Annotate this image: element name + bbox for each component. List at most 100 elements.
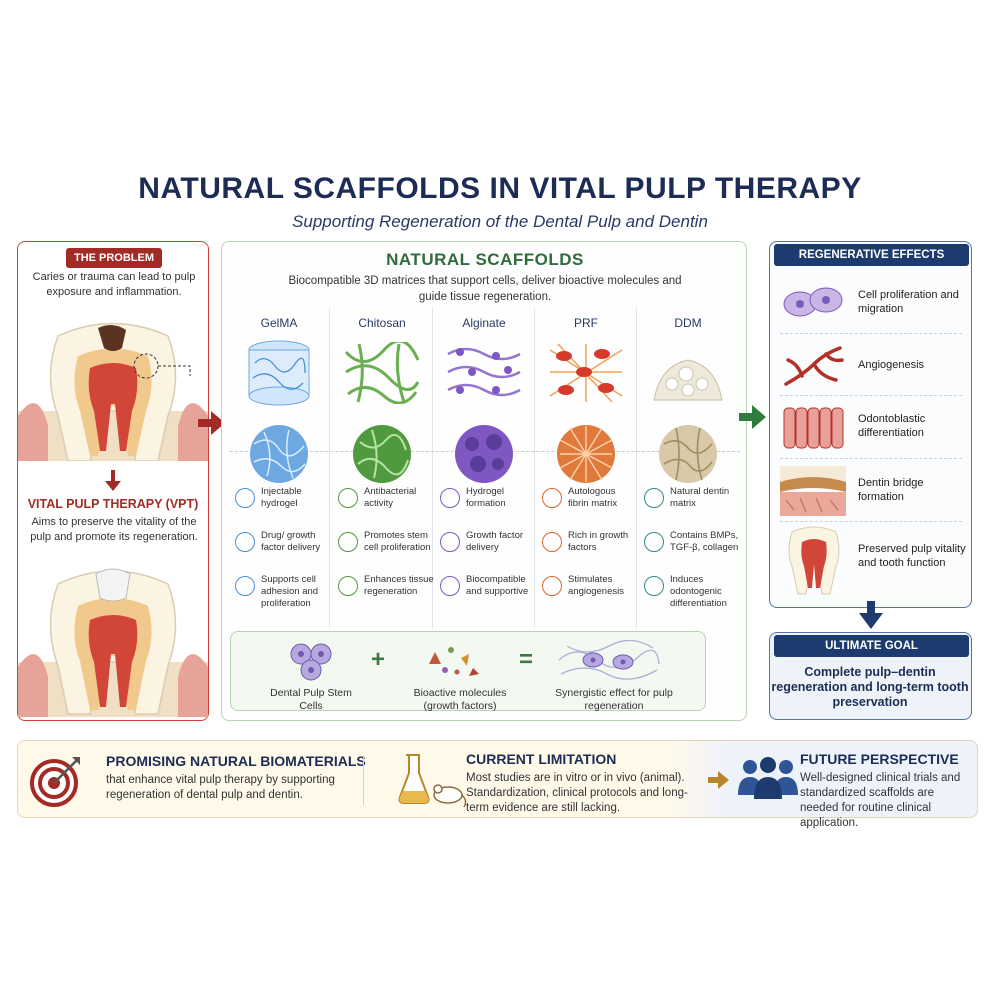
- treated-tooth-illustration: [18, 568, 208, 717]
- vpt-title: VITAL PULP THERAPY (VPT): [27, 497, 199, 511]
- goal-text: Complete pulp–dentin regeneration and lo…: [771, 665, 969, 709]
- limitation-title: CURRENT LIMITATION: [466, 751, 617, 767]
- divider-line: [780, 395, 962, 396]
- plus-symbol: +: [371, 646, 386, 673]
- regen-item: Preserved pulp vitality and tooth functi…: [776, 522, 966, 595]
- divider-line: [363, 755, 364, 805]
- target-icon: [30, 757, 80, 807]
- combo-label: Dental Pulp Stem Cells: [270, 687, 352, 712]
- prop-text: Antibacterial activity: [364, 486, 417, 509]
- drop-icon: [440, 488, 460, 508]
- dentin-bridge-icon: [780, 466, 846, 516]
- regenerative-effects-panel: REGENERATIVE EFFECTS Cell proliferation …: [769, 241, 972, 608]
- prop-text: Enhances tissue regeneration: [364, 574, 434, 597]
- combo-label: Synergistic effect for pulp regeneration: [555, 687, 673, 712]
- problem-text: Caries or trauma can lead to pulp exposu…: [32, 271, 196, 298]
- prop-text: Hydrogel formation: [466, 486, 506, 509]
- vpt-text: Aims to preserve the vitality of the pul…: [30, 516, 198, 543]
- regen-item: Angiogenesis: [776, 336, 966, 396]
- regen-item-text: Cell proliferation and migration: [858, 289, 959, 315]
- promising-title: PROMISING NATURAL BIOMATERIALS: [106, 753, 366, 769]
- stem-cells-icon: [290, 643, 332, 681]
- regen-item-text: Preserved pulp vitality and tooth functi…: [858, 543, 966, 569]
- ddm-micro-icon: [659, 425, 717, 483]
- prop-item: Biocompatible and supportive: [440, 574, 534, 610]
- chitosan-micro-icon: [353, 425, 411, 483]
- prop-item: Hydrogel formation: [440, 486, 534, 522]
- future-text: Well-designed clinical trials and standa…: [800, 772, 961, 829]
- gelma-hydrogel-icon: [248, 340, 310, 406]
- promising-text: that enhance vital pulp therapy by suppo…: [106, 774, 335, 801]
- chitosan-fiber-icon: [344, 342, 420, 404]
- goal-tag: ULTIMATE GOAL: [774, 635, 969, 657]
- divider-line: [780, 333, 962, 334]
- regen-item: Odontoblastic differentiation: [776, 398, 966, 458]
- column-divider: [432, 308, 433, 628]
- damaged-tooth-illustration: [18, 322, 208, 461]
- shield-icon: [338, 488, 358, 508]
- prop-text: Contains BMPs, TGF-β, collagen: [670, 530, 739, 553]
- drop-icon: [542, 488, 562, 508]
- prop-item: Autologous fibrin matrix: [542, 486, 636, 522]
- alginate-network-icon: [447, 347, 521, 397]
- dots-icon: [235, 532, 255, 552]
- combo-label: Bioactive molecules (growth factors): [413, 687, 507, 712]
- regen-item-text: Angiogenesis: [858, 359, 925, 371]
- prop-text: Supports cell adhesion and proliferation: [261, 574, 319, 609]
- dots-icon: [440, 532, 460, 552]
- stem-cell-icon: [338, 532, 358, 552]
- synergy-box: + = Dental Pulp Stem Cells Bioactive mol…: [230, 631, 706, 712]
- synergy-network-icon: [558, 640, 660, 680]
- bioactive-molecules-icon: [429, 647, 479, 676]
- equals-symbol: =: [519, 646, 534, 673]
- regen-item: Dentin bridge formation: [776, 462, 966, 522]
- ddm-powder-icon: [653, 359, 723, 401]
- molecule-icon: [644, 532, 664, 552]
- prop-item: Injectable hydrogel: [235, 486, 329, 522]
- people-icon: [738, 757, 798, 799]
- prop-item: Contains BMPs, TGF-β, collagen: [644, 530, 738, 566]
- scaffold-name: DDM: [674, 316, 702, 330]
- prop-item: Stimulates angiogenesis: [542, 574, 636, 610]
- arrow-right-icon: [708, 771, 729, 789]
- down-arrow-icon: [859, 601, 883, 629]
- scaffold-column-gelma: GelMA Injectable hydrogel Drug/ growth f…: [229, 308, 329, 628]
- vessels-icon: [784, 346, 844, 386]
- scaffold-column-alginate: Alginate Hydrogel formation Growth facto…: [434, 308, 534, 628]
- dots-icon: [542, 532, 562, 552]
- scaffolds-panel: NATURAL SCAFFOLDS Biocompatible 3D matri…: [221, 241, 747, 721]
- scaffold-column-chitosan: Chitosan Antibacterial activity Promotes…: [332, 308, 434, 628]
- scaffold-name: GelMA: [260, 316, 298, 330]
- future-title: FUTURE PERSPECTIVE: [800, 751, 959, 767]
- prop-text: Promotes stem cell proliferation: [364, 530, 431, 553]
- column-divider: [534, 308, 535, 628]
- arrow-right-icon: [739, 405, 766, 429]
- page-subtitle: Supporting Regeneration of the Dental Pu…: [292, 212, 708, 231]
- prop-item: Promotes stem cell proliferation: [338, 530, 432, 566]
- scaffolds-title: NATURAL SCAFFOLDS: [386, 250, 584, 269]
- syringe-icon: [235, 488, 255, 508]
- scaffold-column-ddm: DDM Natural dentin matrix Contains BMPs,…: [638, 308, 738, 628]
- prop-text: Rich in growth factors: [568, 530, 629, 553]
- regen-item: Cell proliferation and migration: [776, 274, 966, 334]
- regen-item-text: Dentin bridge formation: [858, 477, 924, 503]
- regen-item-text: Odontoblastic differentiation: [858, 413, 926, 439]
- vessel-icon: [542, 576, 562, 596]
- tooth-icon: [644, 576, 664, 596]
- prop-text: Biocompatible and supportive: [466, 574, 529, 597]
- regen-tag: REGENERATIVE EFFECTS: [774, 244, 969, 266]
- prop-item: Natural dentin matrix: [644, 486, 738, 522]
- problem-panel: THE PROBLEM Caries or trauma can lead to…: [17, 241, 209, 721]
- scaffold-name: PRF: [574, 316, 598, 330]
- prf-fibrin-icon: [549, 343, 623, 403]
- prop-item: Growth factor delivery: [440, 530, 534, 566]
- cell-icon: [235, 576, 255, 596]
- prop-item: Enhances tissue regeneration: [338, 574, 434, 610]
- down-arrow-icon: [105, 470, 121, 491]
- prop-text: Drug/ growth factor delivery: [261, 530, 321, 553]
- arrow-right-icon: [198, 411, 225, 435]
- prf-micro-icon: [557, 425, 615, 483]
- page-title: NATURAL SCAFFOLDS IN VITAL PULP THERAPY: [138, 172, 862, 205]
- prop-text: Induces odontogenic differentiation: [670, 574, 727, 609]
- prop-item: Drug/ growth factor delivery: [235, 530, 329, 566]
